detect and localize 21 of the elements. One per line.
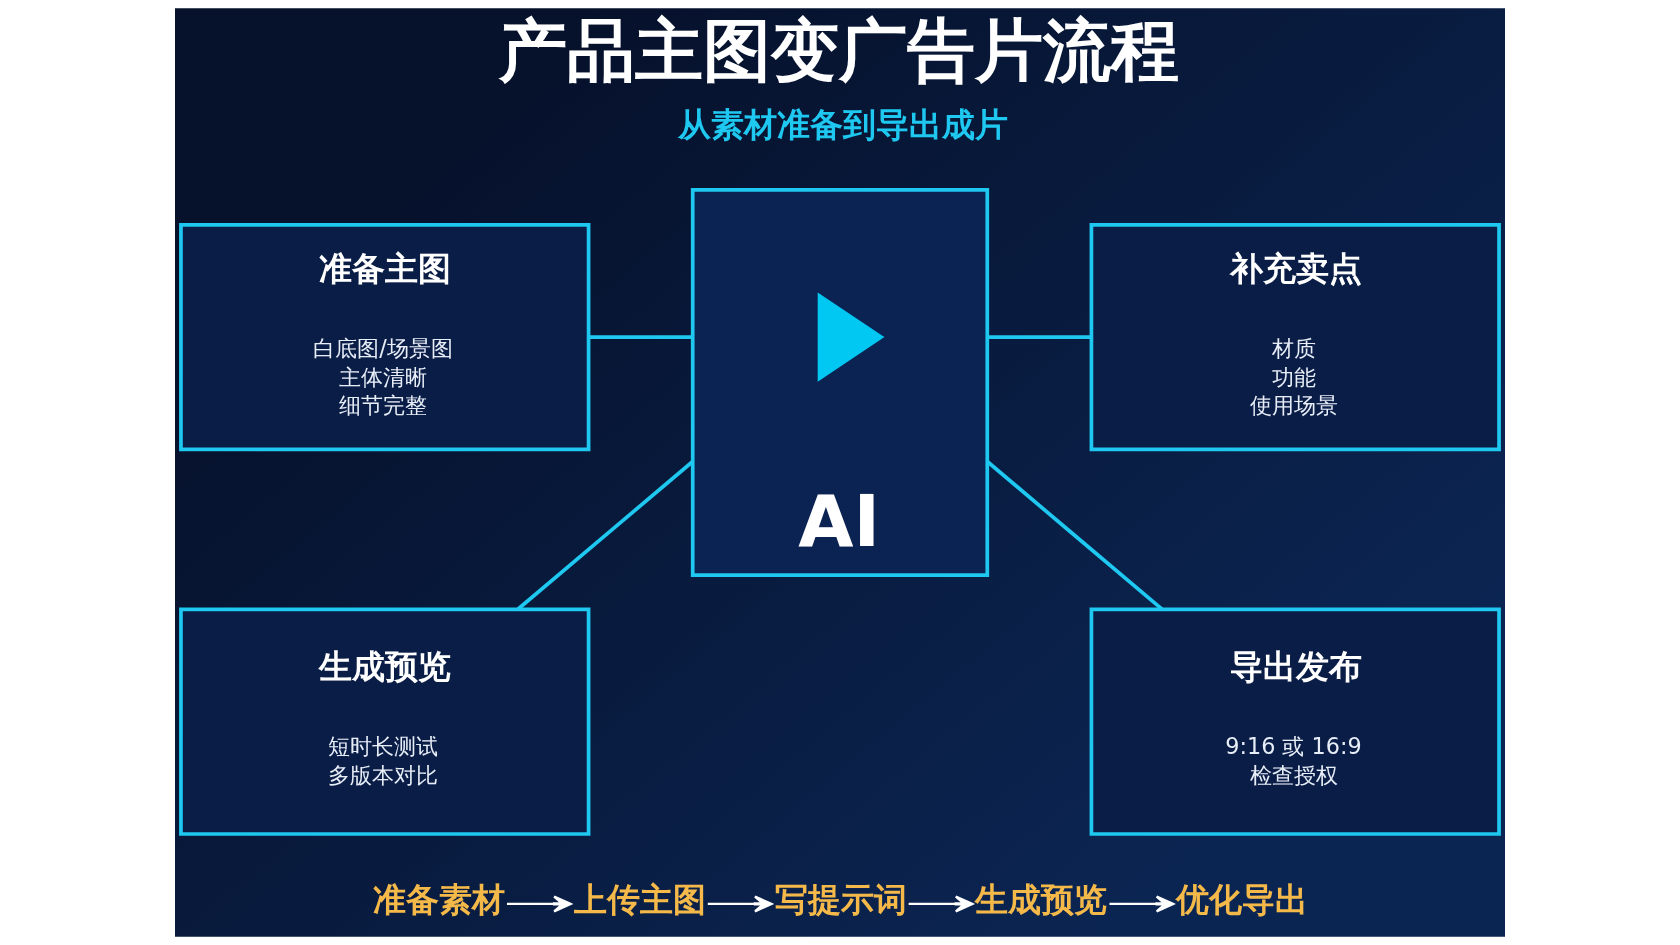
connector <box>516 460 694 611</box>
arrow <box>707 895 773 913</box>
node-triangle <box>817 292 885 382</box>
label: 从素材准备到导出成片 <box>677 105 1008 144</box>
arrow <box>908 895 974 913</box>
node-box: 准备主图 白底图/场景图 主体清晰 细节完整 <box>179 222 591 452</box>
node-text: 生成预览 <box>975 880 1108 919</box>
node-box: 生成预览 短时长测试 多版本对比 <box>179 607 591 836</box>
node-text: 写提示词 <box>774 880 907 919</box>
arrow <box>506 895 572 913</box>
diagram-title: 产品主图变广告片流程 <box>499 9 1180 90</box>
node-box: 导出发布 9:16 或 16:9 检查授权 <box>1089 607 1501 836</box>
connector <box>986 460 1164 611</box>
node-box: 补充卖点 材质 功能 使用场景 <box>1089 222 1501 452</box>
node-text: 优化导出 <box>1176 880 1309 919</box>
connector <box>588 335 693 339</box>
node-text: 准备素材 <box>372 880 505 919</box>
node-text: 上传主图 <box>573 880 706 919</box>
cluster: AI <box>690 188 990 577</box>
arrow <box>1109 895 1175 913</box>
connector <box>987 335 1092 339</box>
